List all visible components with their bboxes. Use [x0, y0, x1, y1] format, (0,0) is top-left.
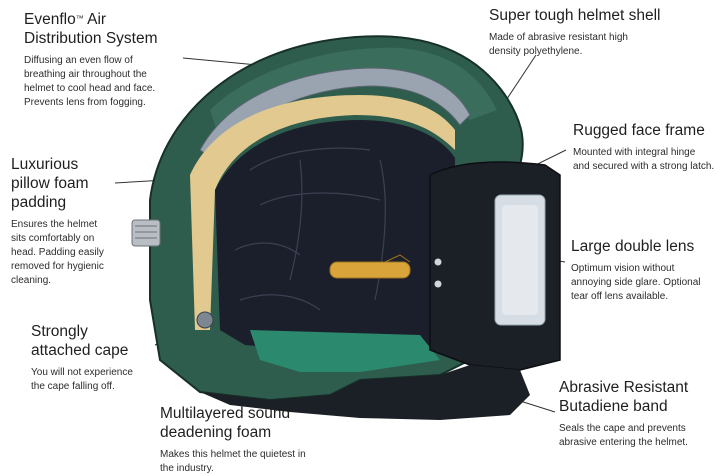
pillow-foam [215, 120, 455, 350]
callout-shell: Super tough helmet shell Made of abrasiv… [489, 6, 660, 59]
callout-frame: Rugged face frame Mounted with integral … [573, 121, 714, 174]
callout-title: Large double lens [571, 238, 695, 255]
air-distribution-layer [199, 67, 471, 161]
sound-foam-panel [250, 330, 440, 372]
callout-title: Super tough helmet shell [489, 7, 661, 24]
hinge-bolt [434, 258, 442, 266]
shell-highlight [210, 47, 497, 140]
air-tube [329, 261, 411, 279]
cape-stud [196, 311, 214, 329]
callout-title: Rugged face frame [573, 122, 705, 139]
air-fitting [131, 219, 161, 247]
tan-liner [190, 95, 455, 330]
foam-folds [234, 147, 387, 311]
air-tube-clip [384, 254, 411, 263]
hinge-bolt [434, 280, 442, 288]
callout-lens: Large double lens Optimum vision without… [571, 237, 701, 304]
lens-inner [502, 205, 538, 315]
butadiene-band [200, 365, 530, 420]
